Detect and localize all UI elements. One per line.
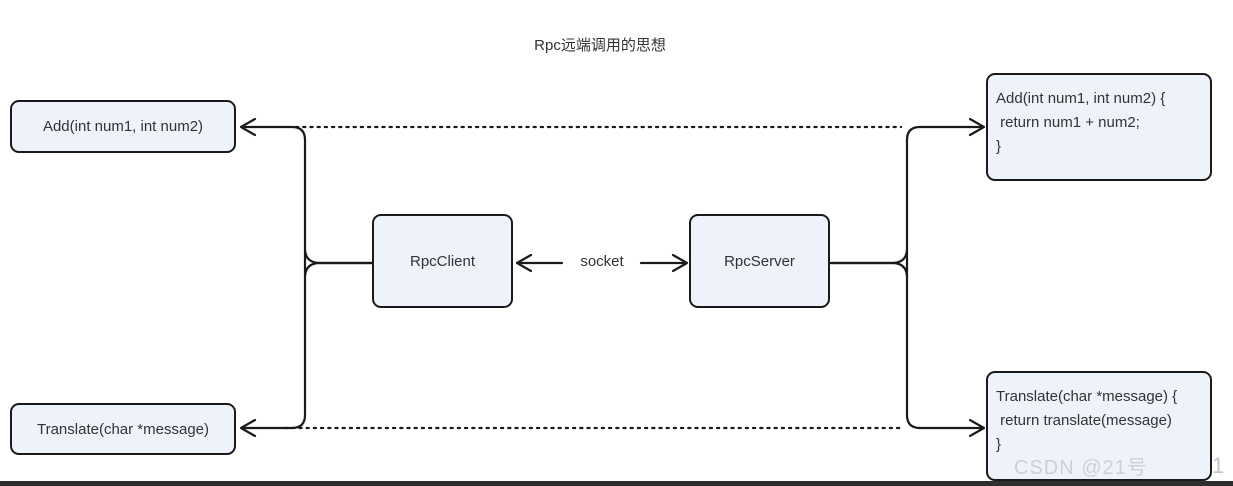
bottom-bar <box>0 481 1233 486</box>
right-bracket <box>905 125 983 430</box>
node-rpc-server: RpcServer <box>689 214 830 308</box>
node-rpc-client: RpcClient <box>372 214 513 308</box>
right-branch-up <box>829 248 909 265</box>
node-translate-call-label: Translate(char *message) <box>36 420 209 438</box>
node-rpc-server-label: RpcServer <box>724 252 795 270</box>
socket-label: socket <box>566 253 638 270</box>
node-rpc-client-label: RpcClient <box>409 252 476 270</box>
right-branch-down <box>829 261 909 278</box>
arrow-right-icon <box>671 253 689 273</box>
left-branch-up <box>303 248 374 265</box>
arrow-left-icon <box>239 418 257 438</box>
arrow-right-icon <box>968 418 986 438</box>
arrow-right-icon <box>968 117 986 137</box>
page-number: 1 <box>1212 453 1225 478</box>
node-add-call-label: Add(int num1, int num2) <box>42 118 204 135</box>
code-line: Translate(char *message) { <box>996 388 1178 405</box>
csdn-watermark: CSDN @21号 <box>1014 457 1148 479</box>
code-line: Add(int num1, int num2) { <box>996 90 1166 107</box>
left-bracket <box>242 125 307 430</box>
node-translate-call: Translate(char *message) <box>10 403 236 455</box>
arrow-left-icon <box>239 117 257 137</box>
code-line: } <box>996 436 1002 453</box>
diagram-title: Rpc远端调用的思想 <box>534 37 666 54</box>
node-translate-impl: Translate(char *message) { return transl… <box>986 371 1212 481</box>
code-line: } <box>996 138 1002 155</box>
code-line: return num1 + num2; <box>996 114 1140 131</box>
arrow-left-icon <box>515 253 533 273</box>
left-branch-down <box>303 261 374 278</box>
node-add-call: Add(int num1, int num2) <box>10 100 236 153</box>
code-line: return translate(message) <box>996 412 1172 429</box>
node-add-impl: Add(int num1, int num2) { return num1 + … <box>986 73 1212 181</box>
